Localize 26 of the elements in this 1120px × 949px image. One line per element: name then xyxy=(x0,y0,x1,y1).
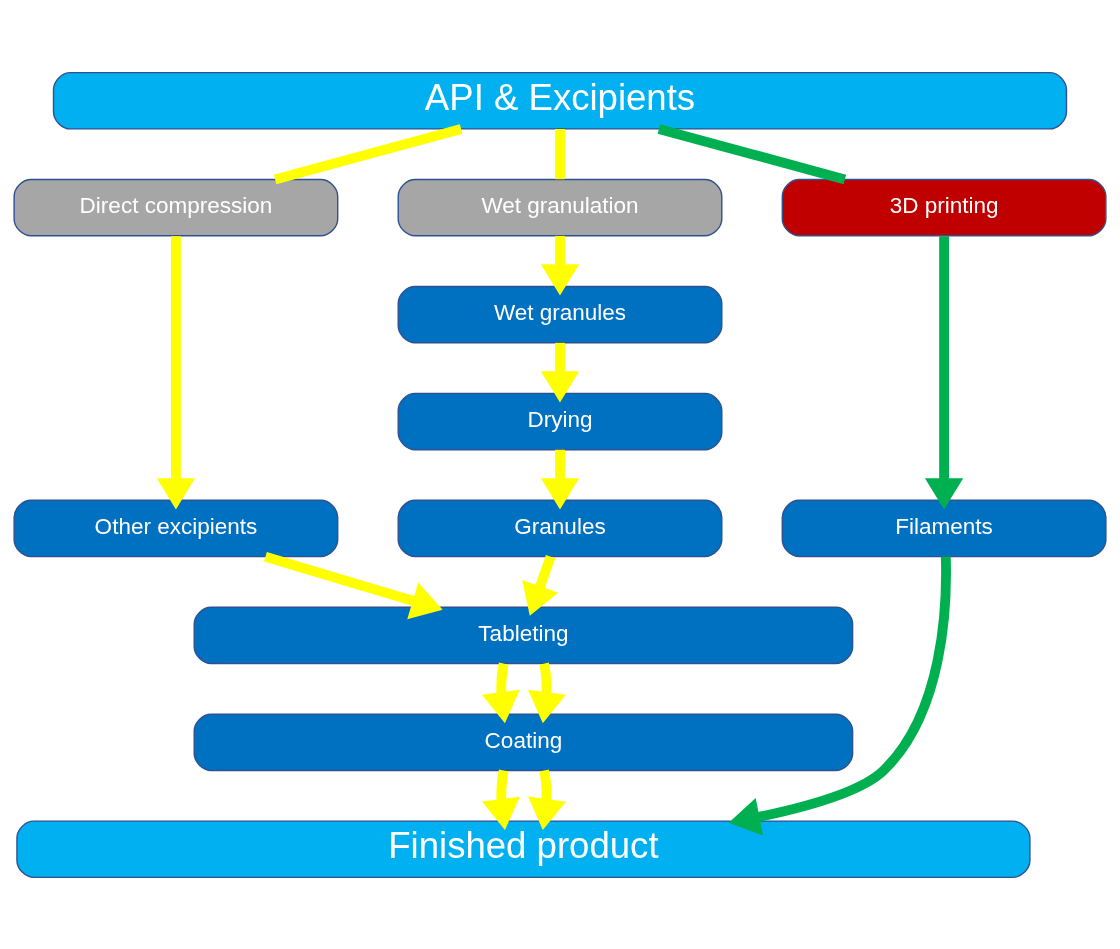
arrow xyxy=(728,556,951,836)
node-box: Wet granulation xyxy=(397,178,723,237)
arrow xyxy=(264,551,443,619)
arrow xyxy=(924,235,964,509)
arrow xyxy=(540,342,580,402)
node-box: Finished product xyxy=(16,819,1031,878)
arrow xyxy=(540,235,580,296)
node-box: Drying xyxy=(397,392,723,450)
arrow xyxy=(156,235,196,509)
node-box: Coating xyxy=(193,712,854,771)
node-box: 3D printing xyxy=(781,178,1107,237)
arrow xyxy=(540,449,580,509)
node-box: Granules xyxy=(397,499,723,557)
node-box: Direct compression xyxy=(13,178,339,237)
connector xyxy=(273,123,463,184)
node-box: Filaments xyxy=(781,499,1107,557)
arrow xyxy=(528,769,566,830)
node-box: Wet granules xyxy=(397,285,723,343)
node-box: Other excipients xyxy=(13,499,339,557)
node-box: API & Excipients xyxy=(52,71,1068,130)
arrow xyxy=(481,769,520,830)
arrow xyxy=(481,662,520,723)
node-box: Tableting xyxy=(193,606,854,664)
arrow xyxy=(522,554,559,616)
arrow xyxy=(528,662,566,723)
connector xyxy=(555,128,565,179)
